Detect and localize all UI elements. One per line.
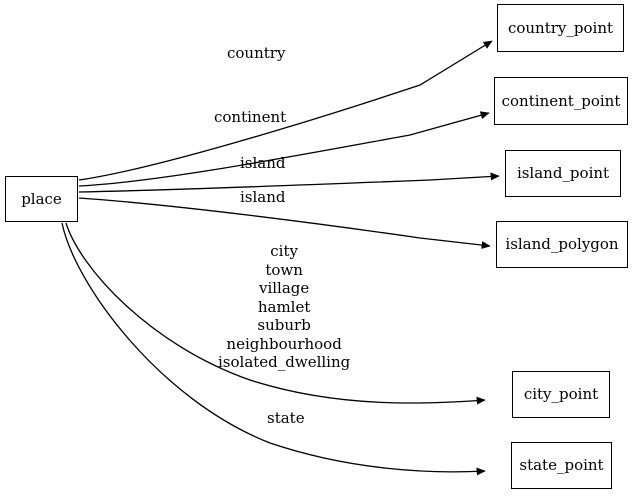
edge-place-to-island_point xyxy=(78,172,500,193)
node-country_point[interactable]: country_point xyxy=(497,4,624,52)
edge-label-line: island xyxy=(240,154,286,172)
edge-label-line: country xyxy=(227,44,286,62)
edge-label-line: town xyxy=(265,260,303,279)
edge-label-line: isolated_dwelling xyxy=(218,353,351,371)
node-place[interactable]: place xyxy=(5,176,78,222)
edge-label-country_point: country xyxy=(227,45,285,62)
node-continent_point[interactable]: continent_point xyxy=(494,77,628,125)
edge-label-line: neighbourhood xyxy=(226,334,342,353)
edge-place-to-continent_point xyxy=(78,111,490,187)
edge-label-line: island xyxy=(240,188,286,206)
node-place-label: place xyxy=(21,189,62,208)
node-state_point[interactable]: state_point xyxy=(511,442,612,489)
edge-place-to-island_polygon xyxy=(78,197,491,250)
node-island_point[interactable]: island_point xyxy=(505,150,621,197)
node-island_point-label: island_point xyxy=(516,164,610,182)
edge-label-line: suburb xyxy=(257,316,311,334)
edge-label-line: continent xyxy=(214,108,287,126)
edge-label-island_point: island xyxy=(240,155,286,172)
edge-label-state_point: state xyxy=(267,410,305,427)
node-state_point-label: state_point xyxy=(519,456,604,474)
node-island_polygon-label: island_polygon xyxy=(505,235,619,253)
node-continent_point-label: continent_point xyxy=(501,91,621,110)
edge-label-continent_point: continent xyxy=(214,109,286,126)
node-island_polygon[interactable]: island_polygon xyxy=(496,221,628,268)
edge-label-line: hamlet xyxy=(257,297,311,316)
edge-place-to-state_point xyxy=(61,222,486,476)
edge-place-to-country_point xyxy=(78,40,493,181)
edge-label-line: village xyxy=(258,279,310,297)
edge-place-to-city_point xyxy=(65,222,486,405)
node-city_point-label: city_point xyxy=(523,385,599,403)
node-country_point-label: country_point xyxy=(507,18,614,37)
edge-label-island_polygon: island xyxy=(240,189,286,206)
node-city_point[interactable]: city_point xyxy=(512,371,610,418)
edge-label-line: state xyxy=(267,409,305,427)
edge-label-line: city xyxy=(270,242,298,260)
